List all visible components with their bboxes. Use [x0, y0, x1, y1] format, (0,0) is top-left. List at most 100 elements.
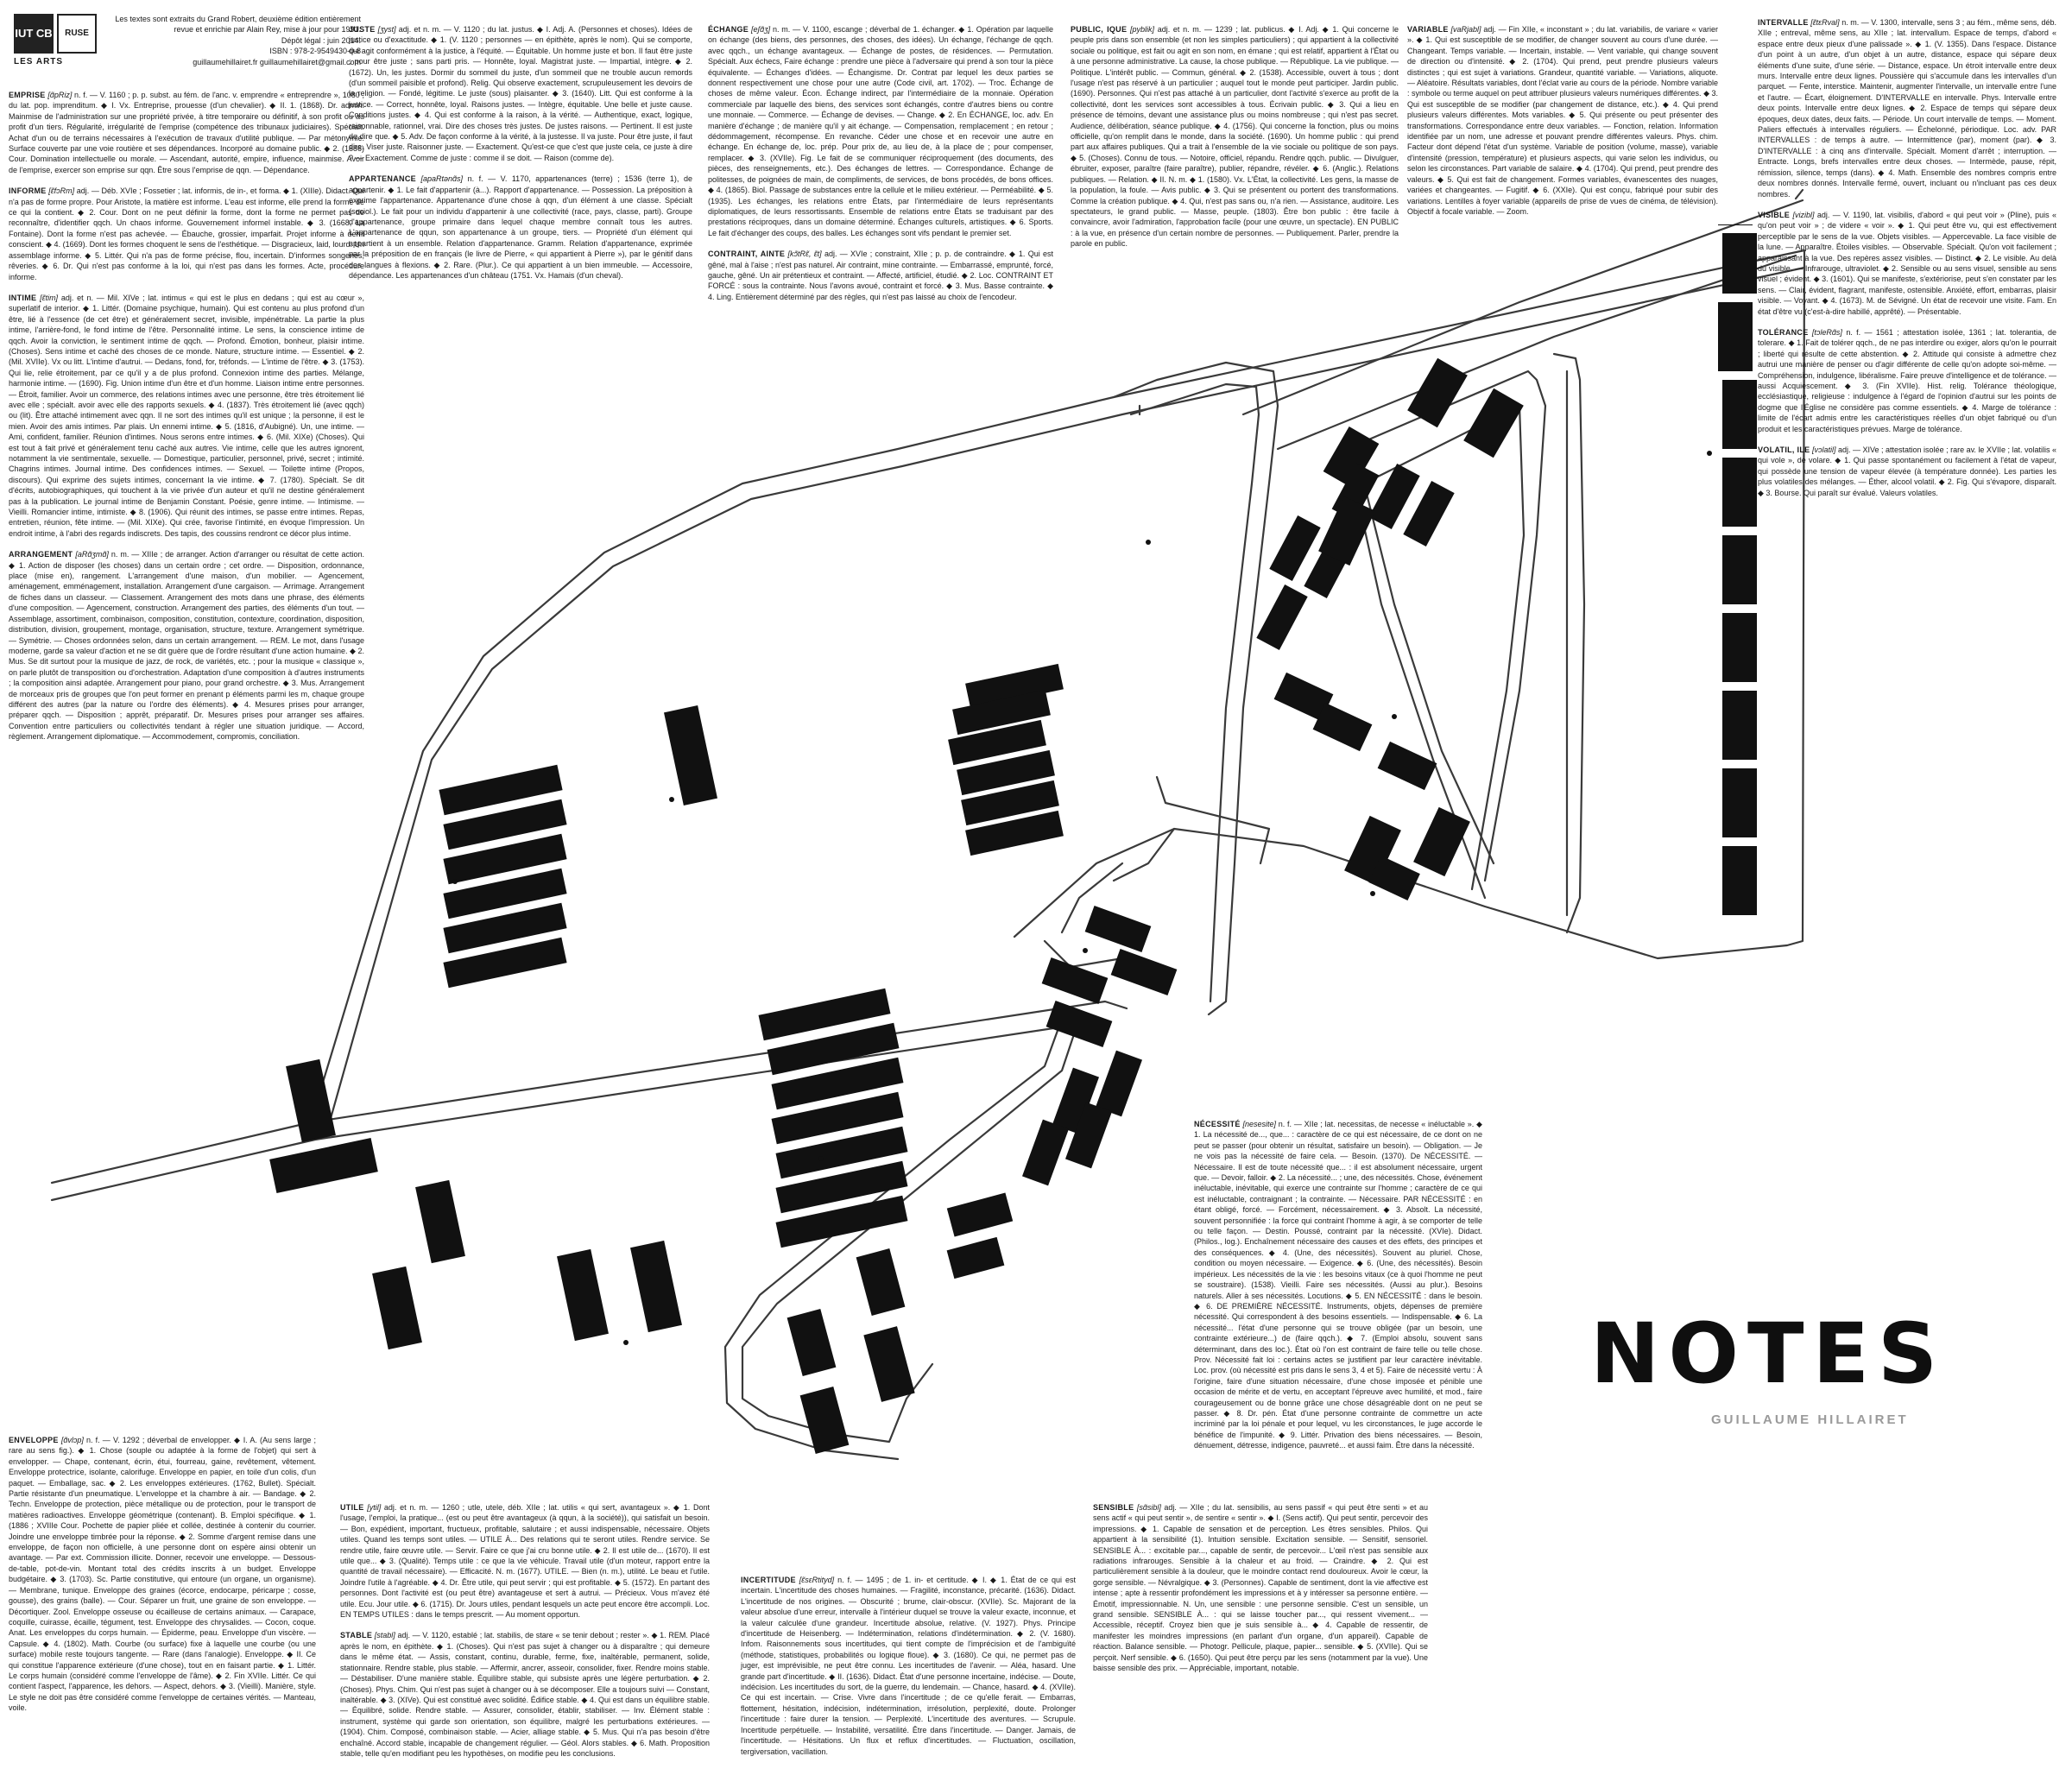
entry-phonetic: [vɔlatil]	[1811, 445, 1836, 455]
entry-headword: ENVELOPPE	[9, 1436, 59, 1444]
entry-phonetic: [nesesite]	[1242, 1120, 1277, 1128]
credit-line: revue et enrichie par Alain Rey, mise à …	[174, 25, 361, 35]
dictionary-entry: INCERTITUDE [ɛ̃sɛRtityd] n. f. — 1495 ; …	[741, 1575, 1076, 1757]
entry-definition: n. f. — V. 1160 ; p. p. subst. au fém. d…	[9, 91, 364, 174]
dictionary-entry: CONTRAINT, AINTE [kɔ̃tRɛ̃, ɛ̃t] adj. — X…	[708, 249, 1053, 302]
entry-phonetic: [ɑ̃vlɔp]	[60, 1436, 84, 1444]
entry-headword: VARIABLE	[1407, 25, 1449, 34]
dictionary-column: UTILE [ytil] adj. et n. m. — 1260 ; utle…	[340, 1502, 710, 1769]
entry-definition: n. f. — 1561 ; attestation isolée, 1361 …	[1758, 327, 2056, 433]
entry-headword: INTERVALLE	[1758, 18, 1809, 27]
entry-phonetic: [aRɑ̃ʒmɑ̃]	[75, 550, 109, 559]
entry-headword: VOLATIL, ILE	[1758, 445, 1810, 455]
credit-line: ISBN : 978-2-9549430-0-8	[269, 47, 361, 56]
dictionary-entry: VARIABLE [vaRjabl] adj. — Fin XIIe, « in…	[1407, 24, 1718, 217]
entry-definition: n. f. — 1495 ; de 1. in- et certitude. ◆…	[741, 1576, 1076, 1756]
dictionary-entry: VOLATIL, ILE [vɔlatil] adj. — XIVe ; att…	[1758, 445, 2056, 498]
dictionary-entry: NÉCESSITÉ [nesesite] n. f. — XIIe ; lat.…	[1194, 1119, 1482, 1451]
entry-definition: adj. — XVIe ; constraint, XIIe ; p. p. d…	[708, 250, 1053, 301]
dictionary-column: INCERTITUDE [ɛ̃sɛRtityd] n. f. — 1495 ; …	[741, 1575, 1076, 1767]
logo-mark-secondary: RUSE	[57, 14, 97, 54]
dictionary-column: NÉCESSITÉ [nesesite] n. f. — XIIe ; lat.…	[1194, 1119, 1482, 1462]
entry-headword: EMPRISE	[9, 91, 46, 99]
entry-phonetic: [ɛ̃sɛRtityd]	[799, 1576, 835, 1584]
credit-line: Les textes sont extraits du Grand Robert…	[115, 15, 361, 23]
entry-definition: adj. — XIIe ; du lat. sensibilis, au sen…	[1093, 1503, 1428, 1673]
road-outlines	[50, 188, 1806, 1461]
dictionary-column: EMPRISE [ɑ̃pRiz] n. f. — V. 1160 ; p. p.…	[9, 90, 364, 753]
dictionary-column: ENVELOPPE [ɑ̃vlɔp] n. f. — V. 1292 ; dév…	[9, 1435, 316, 1724]
entry-phonetic: [ɛ̃fɔRm]	[48, 186, 75, 196]
author-name: GUILLAUME HILLAIRET	[1711, 1412, 1909, 1427]
entry-headword: STABLE	[340, 1631, 373, 1640]
dictionary-entry: INFORME [ɛ̃fɔRm] adj. — Déb. XVIe ; Foss…	[9, 186, 364, 282]
entry-definition: adj. — V. 1120, establé ; lat. stabilis,…	[340, 1631, 710, 1758]
entry-headword: SENSIBLE	[1093, 1503, 1134, 1512]
entry-definition: adj. — Déb. XVIe ; Fossetier ; lat. info…	[9, 186, 364, 281]
dictionary-entry: TOLÉRANCE [tɔleRɑ̃s] n. f. — 1561 ; atte…	[1758, 327, 2056, 434]
dictionary-entry: INTIME [ɛ̃tim] adj. et n. — Mil. XIVe ; …	[9, 293, 364, 539]
map-dots	[452, 445, 1712, 1345]
entry-phonetic: [ɛ̃tim]	[40, 293, 59, 302]
entry-phonetic: [ɛ̃tɛRval]	[1810, 18, 1840, 27]
entry-headword: PUBLIC, IQUE	[1071, 25, 1128, 34]
dictionary-entry: UTILE [ytil] adj. et n. m. — 1260 ; utle…	[340, 1502, 710, 1620]
dictionary-entry: APPARTENANCE [apaRtənɑ̃s] n. f. — V. 117…	[349, 174, 692, 281]
logo-subtitle: LES ARTS	[14, 57, 64, 66]
entry-phonetic: [tɔleRɑ̃s]	[1811, 327, 1842, 337]
entry-definition: n. m. — V. 1300, intervalle, sens 3 ; au…	[1758, 18, 2056, 199]
entry-phonetic: [vaRjabl]	[1450, 25, 1481, 34]
entry-definition: adj. et n. m. — V. 1120 ; du lat. justus…	[349, 25, 692, 162]
entry-headword: TOLÉRANCE	[1758, 327, 1809, 337]
entry-headword: INCERTITUDE	[741, 1576, 796, 1584]
entry-definition: adj. — XIVe ; attestation isolée ; rare …	[1758, 445, 2056, 497]
publisher-credits: Les textes sont extraits du Grand Robert…	[111, 14, 361, 67]
dictionary-column: PUBLIC, IQUE [pyblik] adj. et n. m. — 12…	[1071, 24, 1399, 260]
entry-headword: INFORME	[9, 186, 47, 196]
credit-line: guillaumehillairet.fr guillaumehillairet…	[193, 57, 361, 66]
entry-definition: adj. — Fin XIIe, « inconstant » ; du lat…	[1407, 25, 1718, 216]
entry-phonetic: [kɔ̃tRɛ̃, ɛ̃t]	[787, 250, 822, 259]
publisher-block: IUT CB RUSE LES ARTS Les textes sont ext…	[14, 14, 361, 83]
dictionary-entry: ARRANGEMENT [aRɑ̃ʒmɑ̃] n. m. — XIIIe ; d…	[9, 549, 364, 742]
dictionary-entry: ENVELOPPE [ɑ̃vlɔp] n. f. — V. 1292 ; dév…	[9, 1435, 316, 1714]
entry-phonetic: [eʃɑ̃ʒ]	[750, 25, 771, 34]
dictionary-entry: SENSIBLE [sɑ̃sibl] adj. — XIIe ; du lat.…	[1093, 1502, 1428, 1674]
entry-phonetic: [stabl]	[374, 1631, 395, 1640]
dictionary-column: INTERVALLE [ɛ̃tɛRval] n. m. — V. 1300, i…	[1758, 17, 2056, 509]
entry-headword: NÉCESSITÉ	[1194, 1120, 1241, 1128]
entry-definition: n. m. — XIIIe ; de arranger. Action d'ar…	[9, 550, 364, 742]
dictionary-entry: STABLE [stabl] adj. — V. 1120, establé ;…	[340, 1630, 710, 1759]
dictionary-entry: PUBLIC, IQUE [pyblik] adj. et n. m. — 12…	[1071, 24, 1399, 250]
entry-definition: n. f. — V. 1292 ; déverbal de envelopper…	[9, 1436, 316, 1713]
entry-phonetic: [sɑ̃sibl]	[1136, 1503, 1161, 1512]
entry-definition: adj. et n. m. — 1239 ; lat. publicus. ◆ …	[1071, 25, 1399, 249]
dictionary-column: VARIABLE [vaRjabl] adj. — Fin XIIe, « in…	[1407, 24, 1718, 227]
dictionary-entry: JUSTE [ʒyst] adj. et n. m. — V. 1120 ; d…	[349, 24, 692, 163]
entry-phonetic: [vizibl]	[1792, 210, 1815, 219]
credit-line: Dépôt légal : juin 2014.	[281, 35, 361, 45]
entry-headword: APPARTENANCE	[349, 174, 416, 184]
dictionary-entry: EMPRISE [ɑ̃pRiz] n. f. — V. 1160 ; p. p.…	[9, 90, 364, 175]
entry-definition: n. m. — V. 1100, escange ; déverbal de 1…	[708, 25, 1053, 237]
entry-definition: n. f. — V. 1170, appartenances (terre) ;…	[349, 174, 692, 280]
dictionary-column: SENSIBLE [sɑ̃sibl] adj. — XIIe ; du lat.…	[1093, 1502, 1428, 1684]
entry-headword: CONTRAINT, AINTE	[708, 250, 786, 259]
dictionary-entry: ÉCHANGE [eʃɑ̃ʒ] n. m. — V. 1100, escange…	[708, 24, 1053, 238]
entry-phonetic: [pyblik]	[1129, 25, 1154, 34]
entry-definition: adj. — V. 1190, lat. visibilis, d'abord …	[1758, 210, 2056, 316]
entry-phonetic: [apaRtənɑ̃s]	[420, 174, 464, 184]
entry-headword: ÉCHANGE	[708, 25, 749, 34]
entry-definition: n. f. — XIIe ; lat. necessitas, de neces…	[1194, 1120, 1482, 1450]
dictionary-entry: INTERVALLE [ɛ̃tɛRval] n. m. — V. 1300, i…	[1758, 17, 2056, 199]
publisher-logo: IUT CB RUSE LES ARTS	[14, 14, 97, 74]
entry-definition: adj. et n. — Mil. XIVe ; lat. intimus « …	[9, 293, 364, 538]
dictionary-column: ÉCHANGE [eʃɑ̃ʒ] n. m. — V. 1100, escange…	[708, 24, 1053, 313]
entry-headword: VISIBLE	[1758, 210, 1791, 219]
building-footprints	[269, 224, 1757, 1454]
entry-headword: UTILE	[340, 1503, 364, 1512]
entry-phonetic: [ɑ̃pRiz]	[47, 91, 73, 99]
entry-headword: INTIME	[9, 293, 37, 302]
